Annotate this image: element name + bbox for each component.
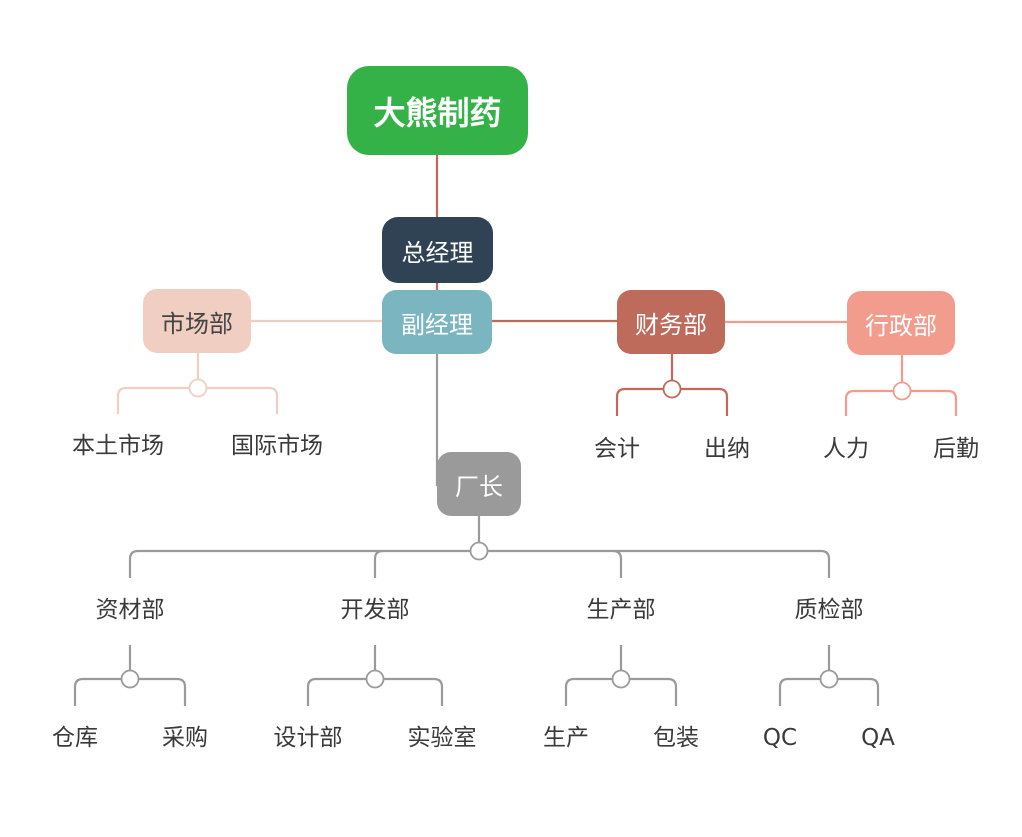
materials-junction-dot — [120, 669, 140, 689]
leaf-qa[interactable]: QA — [861, 725, 895, 751]
sub-department-quality[interactable]: 质检部 — [794, 597, 864, 623]
sub-department-development[interactable]: 开发部 — [340, 597, 410, 623]
market-junction-dot — [188, 378, 208, 398]
leaf-warehouse[interactable]: 仓库 — [52, 725, 98, 751]
leaf-laboratory[interactable]: 实验室 — [407, 725, 477, 751]
leaf-purchasing[interactable]: 采购 — [162, 725, 208, 751]
development-junction-dot — [365, 669, 385, 689]
leaf-production[interactable]: 生产 — [543, 725, 589, 751]
market-child-international[interactable]: 国际市场 — [231, 433, 323, 459]
factory-director-label: 厂长 — [455, 472, 503, 501]
root-node[interactable]: 大熊制药 — [347, 66, 528, 155]
root-label: 大熊制药 — [373, 93, 502, 132]
admin-department-label: 行政部 — [865, 311, 937, 340]
factory-branch-production — [612, 549, 623, 578]
leaf-qc[interactable]: QC — [762, 725, 798, 751]
admin-child-hr[interactable]: 人力 — [823, 436, 869, 462]
admin-junction-dot — [892, 381, 912, 401]
market-child-local[interactable]: 本土市场 — [72, 433, 164, 459]
admin-child-logistics[interactable]: 后勤 — [933, 436, 979, 462]
production-junction-dot — [611, 669, 631, 689]
leaf-design[interactable]: 设计部 — [273, 725, 343, 751]
finance-junction-dot — [662, 379, 682, 399]
general-manager-node[interactable]: 总经理 — [382, 217, 493, 283]
general-manager-label: 总经理 — [401, 238, 474, 267]
factory-branch-development — [373, 549, 384, 578]
finance-child-cashier[interactable]: 出纳 — [704, 436, 750, 462]
market-department-node[interactable]: 市场部 — [143, 289, 251, 353]
quality-junction-dot — [819, 669, 839, 689]
market-department-label: 市场部 — [161, 309, 233, 338]
finance-department-node[interactable]: 财务部 — [617, 290, 725, 354]
sub-department-materials[interactable]: 资材部 — [95, 597, 165, 623]
admin-department-node[interactable]: 行政部 — [847, 291, 955, 355]
deputy-manager-label: 副经理 — [401, 310, 473, 339]
deputy-manager-node[interactable]: 副经理 — [382, 290, 492, 354]
sub-department-production[interactable]: 生产部 — [586, 597, 656, 623]
finance-department-label: 财务部 — [635, 310, 707, 339]
factory-junction-dot — [469, 541, 489, 561]
finance-child-accounting[interactable]: 会计 — [594, 436, 640, 462]
factory-director-node[interactable]: 厂长 — [437, 452, 521, 516]
leaf-packaging[interactable]: 包装 — [653, 725, 699, 751]
